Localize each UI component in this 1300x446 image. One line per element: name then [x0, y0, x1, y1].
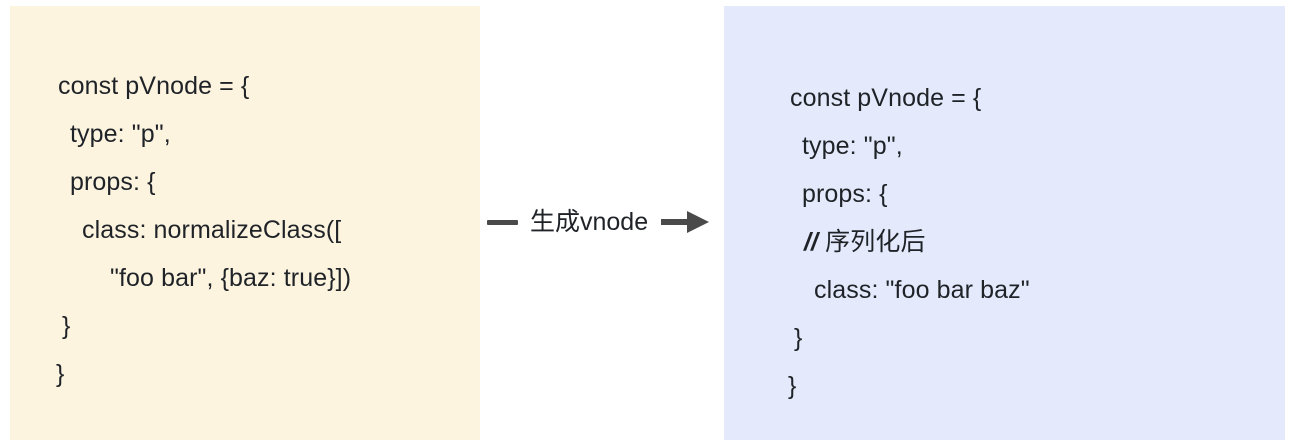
arrow-head: [687, 211, 710, 233]
code-line: const pVnode = {: [58, 72, 250, 100]
connector-label: 生成vnode: [530, 208, 649, 236]
flow-connector: 生成vnode: [480, 196, 724, 248]
code-line: class: "foo bar baz": [814, 276, 1030, 304]
arrow-right-icon: [661, 211, 710, 233]
code-line: }: [56, 360, 65, 388]
code-block-after: const pVnode = { type: "p", props: { // …: [724, 6, 1285, 410]
code-block-before: const pVnode = { type: "p", props: { cla…: [10, 6, 480, 398]
code-line: }: [62, 312, 71, 340]
code-line-comment: // 序列化后: [780, 218, 1285, 266]
code-panel-after: const pVnode = { type: "p", props: { // …: [724, 6, 1285, 440]
code-line: type: "p",: [70, 120, 171, 148]
connector-dash: [487, 219, 518, 225]
comment-slashes: //: [804, 228, 819, 256]
code-line: "foo bar", {baz: true}]): [110, 264, 352, 292]
code-line: const pVnode = {: [790, 84, 982, 112]
arrow-shaft: [661, 219, 692, 225]
code-panel-before: const pVnode = { type: "p", props: { cla…: [10, 6, 480, 440]
code-line: type: "p",: [802, 132, 903, 160]
code-line: props: {: [70, 168, 156, 196]
code-line: }: [788, 372, 797, 400]
code-line: }: [794, 324, 803, 352]
code-line: class: normalizeClass([: [82, 216, 342, 244]
comment-text: 序列化后: [818, 228, 926, 256]
code-line: props: {: [802, 180, 888, 208]
